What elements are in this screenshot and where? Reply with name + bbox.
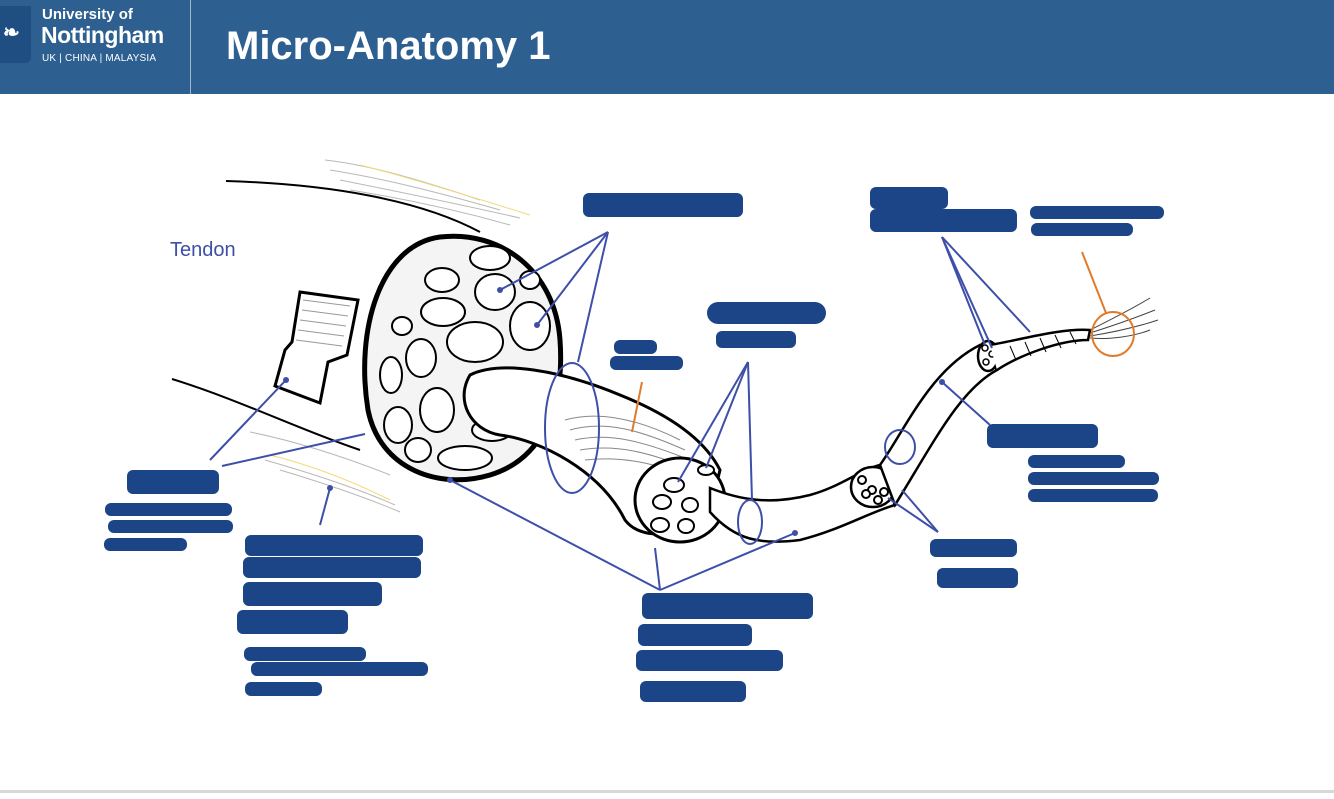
logo-text-line2: Nottingham bbox=[41, 22, 164, 48]
muscle-anatomy-drawing bbox=[171, 159, 1159, 591]
redacted-label bbox=[640, 681, 746, 702]
logo-text-line3: UK | CHINA | MALAYSIA bbox=[42, 53, 157, 64]
redacted-label bbox=[251, 662, 428, 676]
slide-title: Micro-Anatomy 1 bbox=[226, 24, 551, 68]
tendon-block bbox=[273, 290, 360, 406]
crest-icon: ❧ bbox=[0, 6, 31, 63]
redacted-label bbox=[937, 568, 1018, 588]
redacted-label bbox=[614, 340, 657, 354]
redacted-label bbox=[642, 593, 813, 619]
redacted-label bbox=[1028, 472, 1159, 485]
redacted-label bbox=[127, 470, 219, 494]
redacted-label bbox=[930, 539, 1017, 557]
myofilament-twist bbox=[989, 328, 1092, 372]
redacted-label bbox=[237, 610, 348, 634]
muscle-outline-top bbox=[225, 180, 481, 233]
redacted-label bbox=[638, 624, 752, 646]
label-tendon: Tendon bbox=[170, 239, 236, 261]
redacted-label bbox=[243, 582, 382, 606]
redacted-label bbox=[245, 682, 322, 696]
redacted-label bbox=[610, 356, 683, 370]
slide-bottom-border bbox=[0, 790, 1334, 793]
redacted-label bbox=[636, 650, 783, 671]
slide-header: ❧ University of Nottingham UK | CHINA | … bbox=[0, 0, 1334, 94]
redacted-label bbox=[1030, 206, 1164, 219]
redacted-label bbox=[1031, 223, 1133, 236]
redacted-label bbox=[987, 424, 1098, 448]
redacted-label bbox=[108, 520, 233, 533]
redacted-label bbox=[1028, 455, 1125, 468]
logo-text-line1: University of bbox=[42, 6, 133, 23]
redacted-label bbox=[104, 538, 187, 551]
redacted-label bbox=[1028, 489, 1158, 502]
redacted-label bbox=[583, 193, 743, 217]
redacted-label bbox=[244, 647, 366, 661]
redacted-label bbox=[870, 187, 948, 209]
redacted-label bbox=[105, 503, 232, 516]
redacted-label bbox=[716, 331, 796, 348]
redacted-label bbox=[870, 209, 1017, 232]
redacted-label bbox=[245, 535, 423, 556]
university-logo: ❧ University of Nottingham UK | CHINA | … bbox=[0, 0, 191, 94]
redacted-label bbox=[243, 557, 421, 578]
myofibril bbox=[878, 343, 999, 508]
redacted-label bbox=[707, 302, 826, 324]
muscle-outline-bottom bbox=[171, 378, 361, 451]
orange-highlight-circle bbox=[1091, 311, 1135, 357]
